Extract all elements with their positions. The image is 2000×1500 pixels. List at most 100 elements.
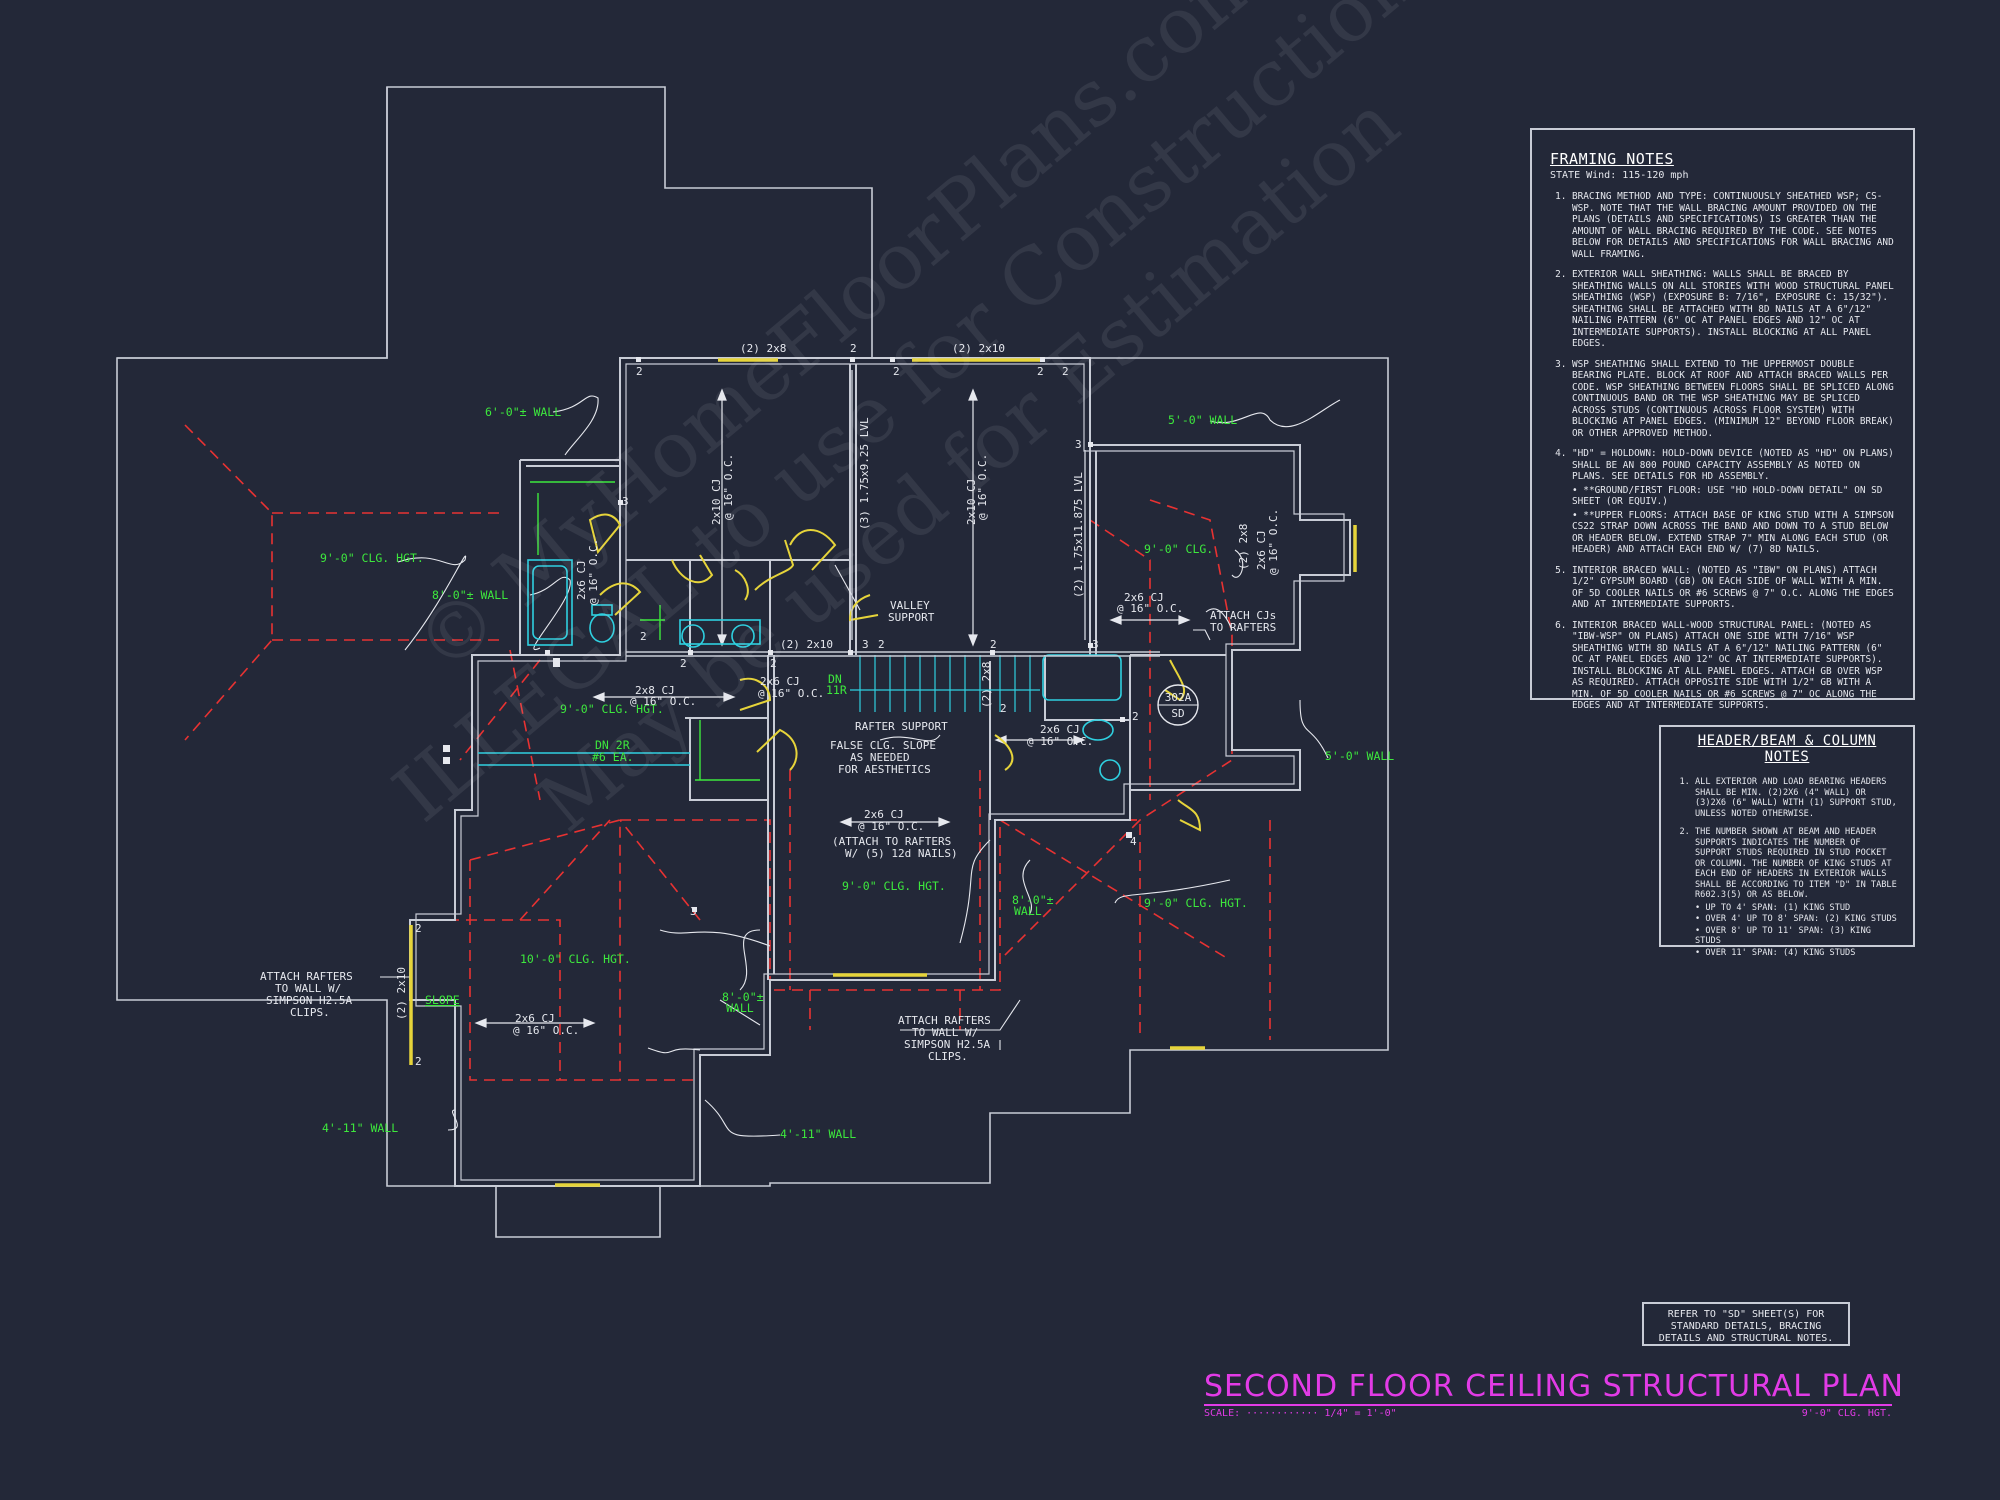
label-wall-6: 6'-0"± WALL <box>485 405 561 419</box>
label-false-slope-3: FOR AESTHETICS <box>838 763 931 776</box>
label-slope: SLOPE <box>425 993 460 1007</box>
door-swings <box>588 513 1202 832</box>
scale-ceiling-height: 9'-0" CLG. HGT. <box>1801 1408 1892 1419</box>
label-lvl-1: (3) 1.75x9.25 LVL <box>858 417 871 530</box>
holdown-bullets: **Ground/First Floor: use "HD hold-down … <box>1572 485 1895 556</box>
label-wall-5-top: 5'-0" WALL <box>1168 413 1237 427</box>
stud-count: 2 <box>878 638 885 651</box>
label-attach-rafters-center-4: CLIPS. <box>928 1050 968 1063</box>
stud-count: 3 <box>1092 638 1099 651</box>
header-note: The number shown at beam and header supp… <box>1695 827 1901 958</box>
scale-row: SCALE: ············ 1/4" = 1'-0" 9'-0" C… <box>1204 1408 1892 1419</box>
stud-count: 2 <box>640 630 647 643</box>
stud-count: 2 <box>415 922 422 935</box>
label-clg-9-mid: 9'-0" CLG. HGT. <box>560 702 664 716</box>
label-cj-2x6-b: 2x6 CJ <box>864 808 904 821</box>
label-wall-8-left: 8'-0"± WALL <box>432 588 508 602</box>
detail-tag-number: 302A <box>1165 691 1192 704</box>
stud-count: 2 <box>1132 710 1139 723</box>
framing-note: Bracing method and type: continuously sh… <box>1572 191 1895 260</box>
label-false-slope-1: FALSE CLG. SLOPE <box>830 739 936 752</box>
stud-count: 3 <box>622 495 629 508</box>
header-note-text: The number shown at beam and header supp… <box>1695 827 1897 900</box>
label-attach-cjs-2: TO RAFTERS <box>1210 621 1276 634</box>
label-oc-10: @ 16" O.C. <box>1267 509 1280 575</box>
label-dn-11r-b: 11R <box>826 683 847 697</box>
stair-treads <box>850 655 1040 712</box>
label-wall-4-11-left: 4'-11" WALL <box>322 1121 398 1135</box>
label-wall-8-center: 8'-0"± <box>1012 893 1054 907</box>
detail-tag-sheet: SD <box>1171 707 1184 720</box>
framing-note-text: "HD" = Holdown: Hold-down device (noted … <box>1572 448 1894 482</box>
label-oc-4: @ 16" O.C. <box>1027 735 1093 748</box>
shelving <box>530 481 760 781</box>
label-cj-2x6-e: 2x6 CJ <box>515 1012 555 1025</box>
label-cj-2x6-c: 2x6 CJ <box>1040 723 1080 736</box>
label-cj-2x6-g: 2x6 CJ <box>1255 530 1268 570</box>
green-labels: 6'-0"± WALL 5'-0" WALL 9'-0" CLG. HGT. 8… <box>320 405 1394 1141</box>
label-attach-rafters-center-3: SIMPSON H2.5A <box>904 1038 990 1051</box>
stud-count: 3 <box>690 905 697 918</box>
label-cj-2x6-f: 2x6 CJ <box>575 560 588 600</box>
stud-count: 2 <box>636 365 643 378</box>
label-attach-rafters-center-2: TO WALL W/ <box>912 1026 978 1039</box>
stud-count: 2 <box>1037 365 1044 378</box>
plan-title: SECOND FLOOR CEILING STRUCTURAL PLAN <box>1204 1369 1904 1406</box>
stud-count: 2 <box>1000 702 1007 715</box>
label-wall-5-right: 5'-0" WALL <box>1325 749 1394 763</box>
label-hdr-2x8-right: (2) 2x8 <box>1237 524 1250 570</box>
label-oc-3: @ 16" O.C. <box>858 820 924 833</box>
framing-note: Exterior wall sheathing: walls shall be … <box>1572 269 1895 350</box>
label-oc-9: @ 16" O.C. <box>587 539 600 605</box>
label-hdr-2x10-mid: (2) 2x10 <box>780 638 833 651</box>
holdown-bullet: **Upper Floors: attach base of king stud… <box>1572 510 1895 556</box>
label-false-slope-2: AS NEEDED <box>850 751 910 764</box>
beams <box>626 370 1160 657</box>
king-stud-bullet: Over 4' up to 8' span: (2) king studs <box>1695 914 1901 925</box>
stud-count: 2 <box>1062 365 1069 378</box>
label-cj-2x6-a: 2x6 CJ <box>760 675 800 688</box>
label-hdr-2x10-top: (2) 2x10 <box>952 342 1005 355</box>
header-note: All exterior and load bearing headers sh… <box>1695 777 1901 819</box>
label-wall-low-word: WALL <box>726 1001 754 1015</box>
framing-note: WSP sheathing shall extend to the upperm… <box>1572 359 1895 440</box>
label-attach-rafters-left-2: TO WALL W/ <box>275 982 341 995</box>
stud-count: 2 <box>680 657 687 670</box>
dimension-lines <box>474 388 1191 1028</box>
framing-note: "HD" = Holdown: Hold-down device (noted … <box>1572 448 1895 556</box>
label-lvl-2: (2) 1.75x11.875 LVL <box>1072 472 1085 598</box>
framing-note: Interior braced wall-wood structural pan… <box>1572 620 1895 712</box>
stud-count: 3 <box>1075 438 1082 451</box>
label-attach-rafters-left-1: ATTACH RAFTERS <box>260 970 353 983</box>
white-labels: (2) 2x8 (2) 2x10 (2) 2x10 2x8 CJ @ 16" O… <box>260 342 1280 1063</box>
framing-notes-title: FRAMING NOTES <box>1550 150 1674 168</box>
stud-count: 4 <box>1130 835 1137 848</box>
roof-outline <box>116 86 1389 1238</box>
label-cj-2x6-d: 2x6 CJ <box>1124 591 1164 604</box>
label-attach-cjs-1: ATTACH CJs <box>1210 609 1276 622</box>
king-stud-bullets: Up to 4' span: (1) king stud Over 4' up … <box>1695 903 1901 959</box>
label-attach-nails-2: W/ (5) 12d NAILS) <box>845 847 958 860</box>
stud-count: 2 <box>893 365 900 378</box>
label-clg-9-upper-right: 9'-0" CLG. <box>1144 542 1213 556</box>
headers <box>409 358 1357 1187</box>
label-oc-6: @ 16" O.C. <box>513 1024 579 1037</box>
label-dn-2r-b: #6 EA. <box>592 750 634 764</box>
scale-label: SCALE: ············ 1/4" = 1'-0" <box>1204 1408 1397 1419</box>
label-dn-2r: DN 2R <box>595 738 630 752</box>
label-hdr-2x10-left: (2) 2x10 <box>395 967 408 1020</box>
label-hdr-2x8-stair: (2) 2x8 <box>980 662 993 708</box>
king-stud-bullet: Over 11' span: (4) king studs <box>1695 948 1901 959</box>
label-cj-2x10-a: 2x10 CJ <box>710 479 723 525</box>
stud-count: 2 <box>850 342 857 355</box>
header-notes-list: All exterior and load bearing headers sh… <box>1673 777 1901 958</box>
label-oc-8: @ 16" O.C. <box>976 454 989 520</box>
label-hdr-2x8-top: (2) 2x8 <box>740 342 786 355</box>
header-notes-panel: HEADER/BEAM & COLUMN NOTES All exterior … <box>1659 725 1915 958</box>
label-attach-rafters-left-3: SIMPSON H2.5A <box>266 994 352 1007</box>
title-block: SECOND FLOOR CEILING STRUCTURAL PLAN SCA… <box>1204 1369 1904 1419</box>
label-rafter-support: RAFTER SUPPORT <box>855 720 948 733</box>
posts <box>443 357 1132 912</box>
rafter-lines <box>184 424 1271 1081</box>
framing-notes-list: Bracing method and type: continuously sh… <box>1550 191 1895 712</box>
